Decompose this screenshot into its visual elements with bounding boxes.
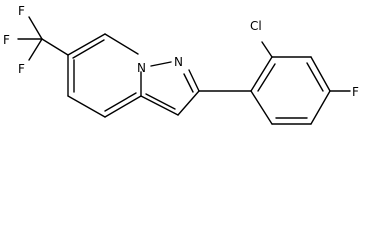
- atom-label-n-pyrazole: N: [174, 55, 183, 69]
- bond-ph1-ph2: [250, 56, 273, 92]
- bond-c3-c3a: [140, 95, 179, 116]
- bond-n-c2: [188, 69, 200, 92]
- bond-c6-c7: [67, 33, 106, 56]
- bond-c6-c7-double: [72, 39, 105, 59]
- bond-cf3-f-top: [28, 16, 43, 40]
- atom-label-f-left: F: [3, 33, 10, 47]
- bond-ph4-ph5: [310, 90, 331, 125]
- atom-label-cl: Cl: [250, 19, 262, 33]
- bond-cf3-ring: [41, 38, 69, 56]
- bond-ph2-cl: [261, 41, 273, 58]
- bond-c3-c3a-double: [145, 93, 176, 110]
- bond-n-c2-double: [183, 73, 194, 93]
- bond-cf3-f-bottom: [28, 38, 43, 61]
- bond-c3a-c4: [104, 95, 142, 118]
- bond-ph3-ph4: [310, 56, 331, 92]
- atom-label-n-bridgehead: N: [137, 61, 146, 75]
- bond-c7-n: [104, 33, 139, 55]
- bond-n-n: [150, 61, 172, 67]
- bond-ph3-ph4-double: [306, 62, 324, 92]
- chemical-structure: F F F N N Cl F: [3, 4, 359, 125]
- bond-ph1-ph2-double: [257, 63, 276, 92]
- bond-ph6-ph1: [250, 90, 273, 125]
- bond-c4-c5: [67, 95, 106, 118]
- bond-c3a-c4-double: [104, 92, 137, 112]
- atom-label-f-top: F: [18, 4, 25, 18]
- bond-c2-c3: [177, 90, 200, 116]
- atom-label-f-aryl: F: [352, 85, 359, 99]
- atom-label-f-bottom: F: [18, 62, 25, 76]
